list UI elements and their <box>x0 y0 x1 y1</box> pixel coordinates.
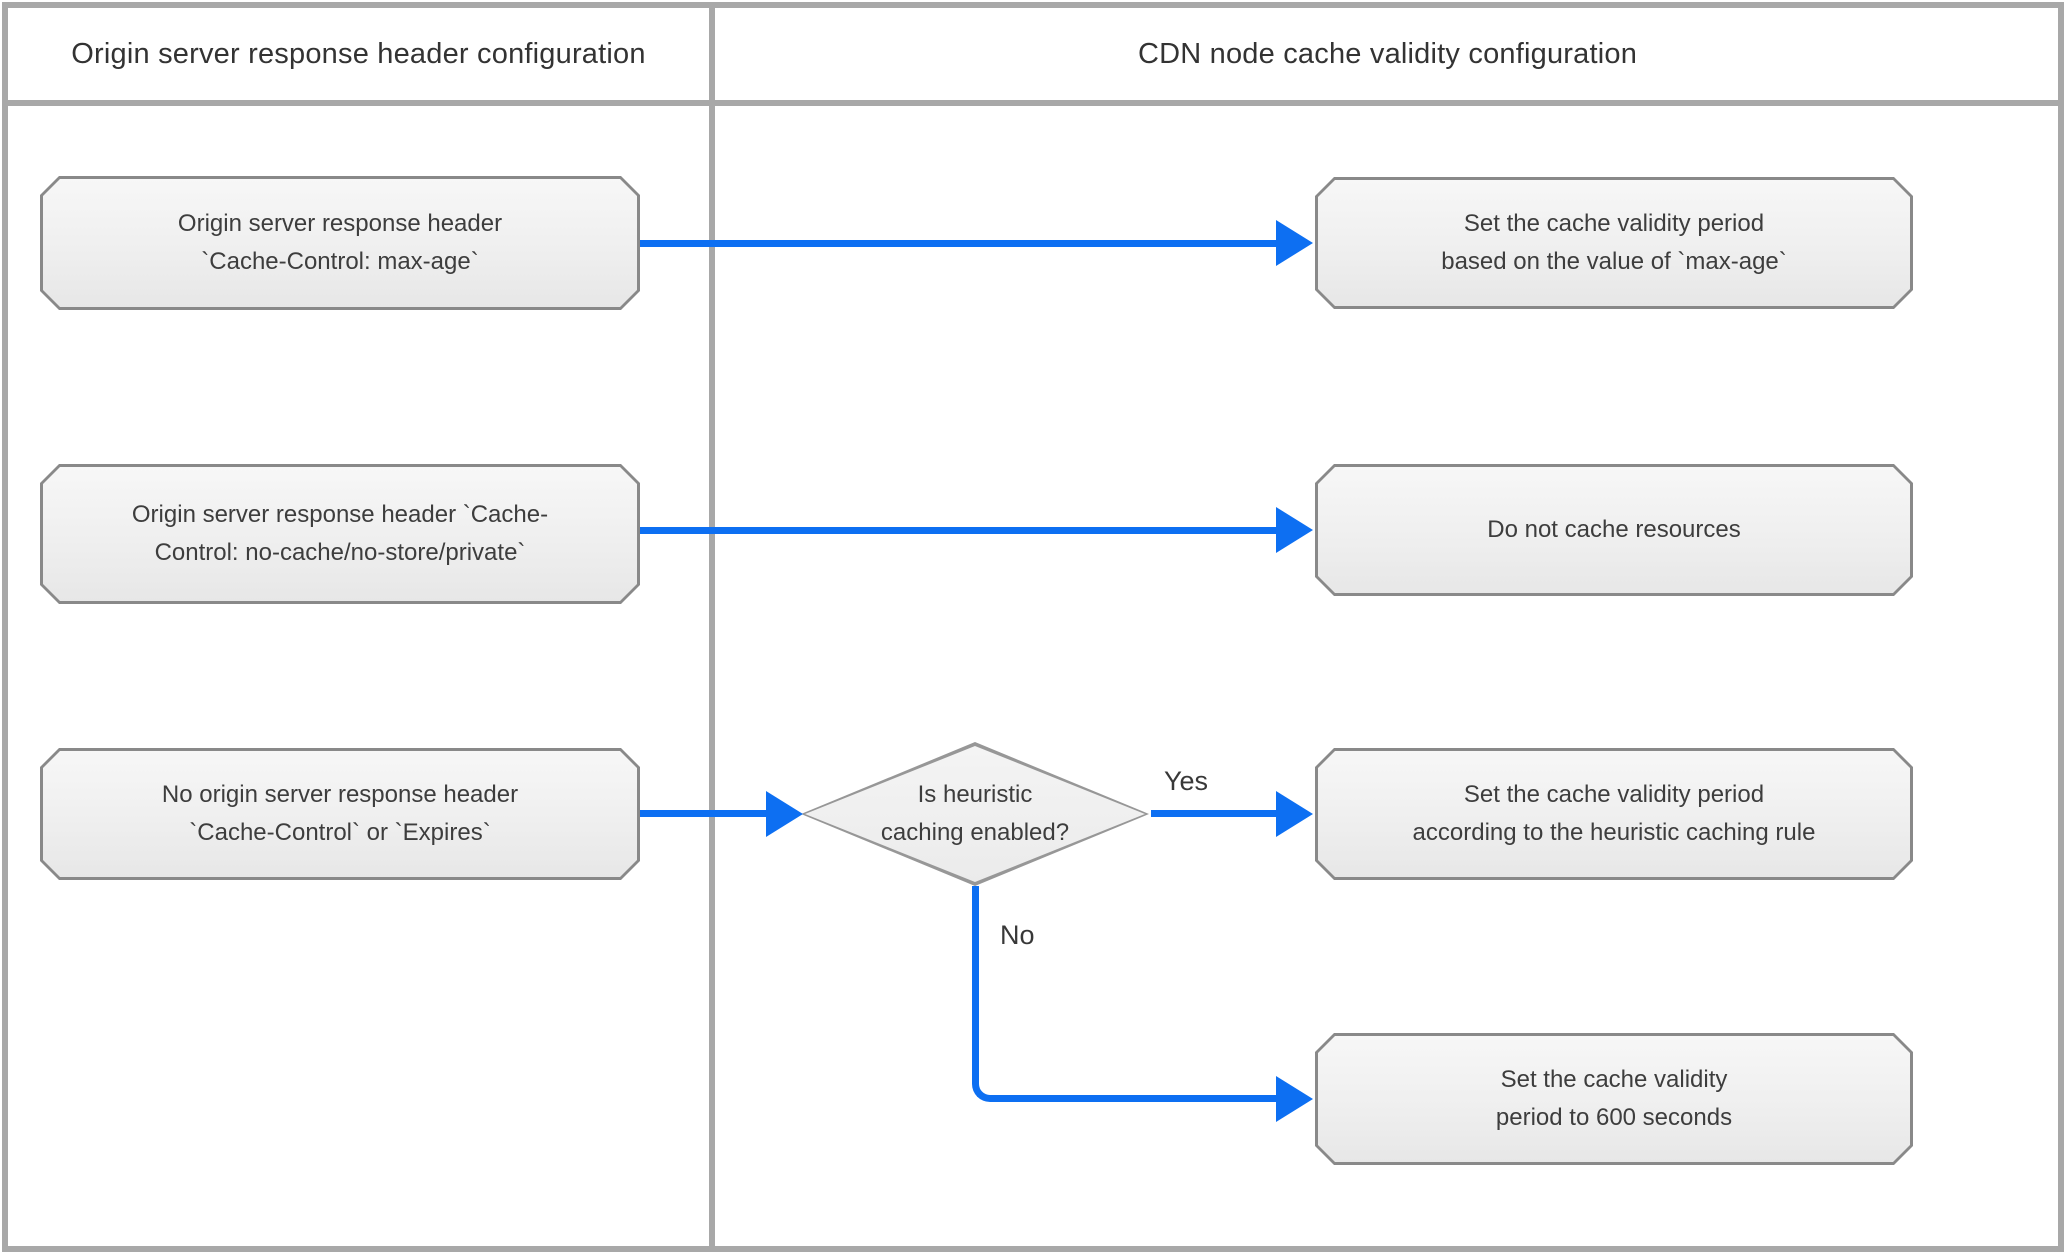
edge-label-yes: Yes <box>1164 766 1209 796</box>
arrow-head-icon <box>1276 1076 1313 1122</box>
node-label: Set the cache validity period according … <box>1318 751 1910 877</box>
node-set-validity-max-age: Set the cache validity period based on t… <box>1315 177 1913 309</box>
arrow-line-to-decision <box>640 810 772 817</box>
node-label: Set the cache validity period to 600 sec… <box>1318 1036 1910 1162</box>
left-column-title: Origin server response header configurat… <box>71 37 646 70</box>
node-label: Do not cache resources <box>1318 467 1910 593</box>
header-separator-line <box>2 100 2064 106</box>
arrow-head-icon <box>766 791 803 837</box>
arrow-head-icon <box>1276 507 1313 553</box>
edge-label-no: No <box>1000 920 1035 950</box>
arrow-line-no-cache <box>640 527 1279 534</box>
right-column-title: CDN node cache validity configuration <box>1137 37 1638 70</box>
node-no-origin-header: No origin server response header `Cache-… <box>40 748 640 880</box>
node-label: Set the cache validity period based on t… <box>1318 180 1910 306</box>
node-set-validity-heuristic-rule: Set the cache validity period according … <box>1315 748 1913 880</box>
node-label: Origin server response header `Cache- Co… <box>43 467 637 601</box>
arrow-elbow-no <box>972 886 1279 1102</box>
node-label: No origin server response header `Cache-… <box>43 751 637 877</box>
node-set-validity-600-seconds: Set the cache validity period to 600 sec… <box>1315 1033 1913 1165</box>
arrow-head-icon <box>1276 791 1313 837</box>
arrow-line-yes <box>1151 810 1277 817</box>
node-origin-header-max-age: Origin server response header `Cache-Con… <box>40 176 640 310</box>
arrow-head-icon <box>1276 220 1313 266</box>
arrow-line-max-age <box>640 240 1279 247</box>
node-do-not-cache: Do not cache resources <box>1315 464 1913 596</box>
node-label: Origin server response header `Cache-Con… <box>43 179 637 307</box>
node-origin-header-no-cache: Origin server response header `Cache- Co… <box>40 464 640 604</box>
column-divider-line <box>709 2 715 1252</box>
